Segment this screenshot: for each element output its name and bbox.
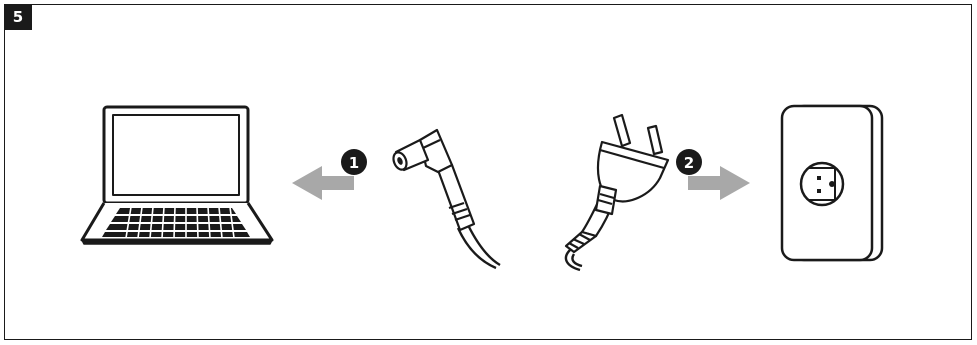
dc-barrel-connector-icon [391, 130, 500, 268]
arrow-left-icon [292, 166, 354, 200]
callout-1: 1 [341, 149, 367, 175]
wall-socket-icon [782, 106, 882, 260]
callout-2-label: 2 [684, 154, 694, 172]
callout-2: 2 [676, 149, 702, 175]
laptop-icon [82, 107, 272, 244]
ac-power-plug-icon [566, 115, 668, 270]
callout-1-label: 1 [349, 154, 359, 172]
